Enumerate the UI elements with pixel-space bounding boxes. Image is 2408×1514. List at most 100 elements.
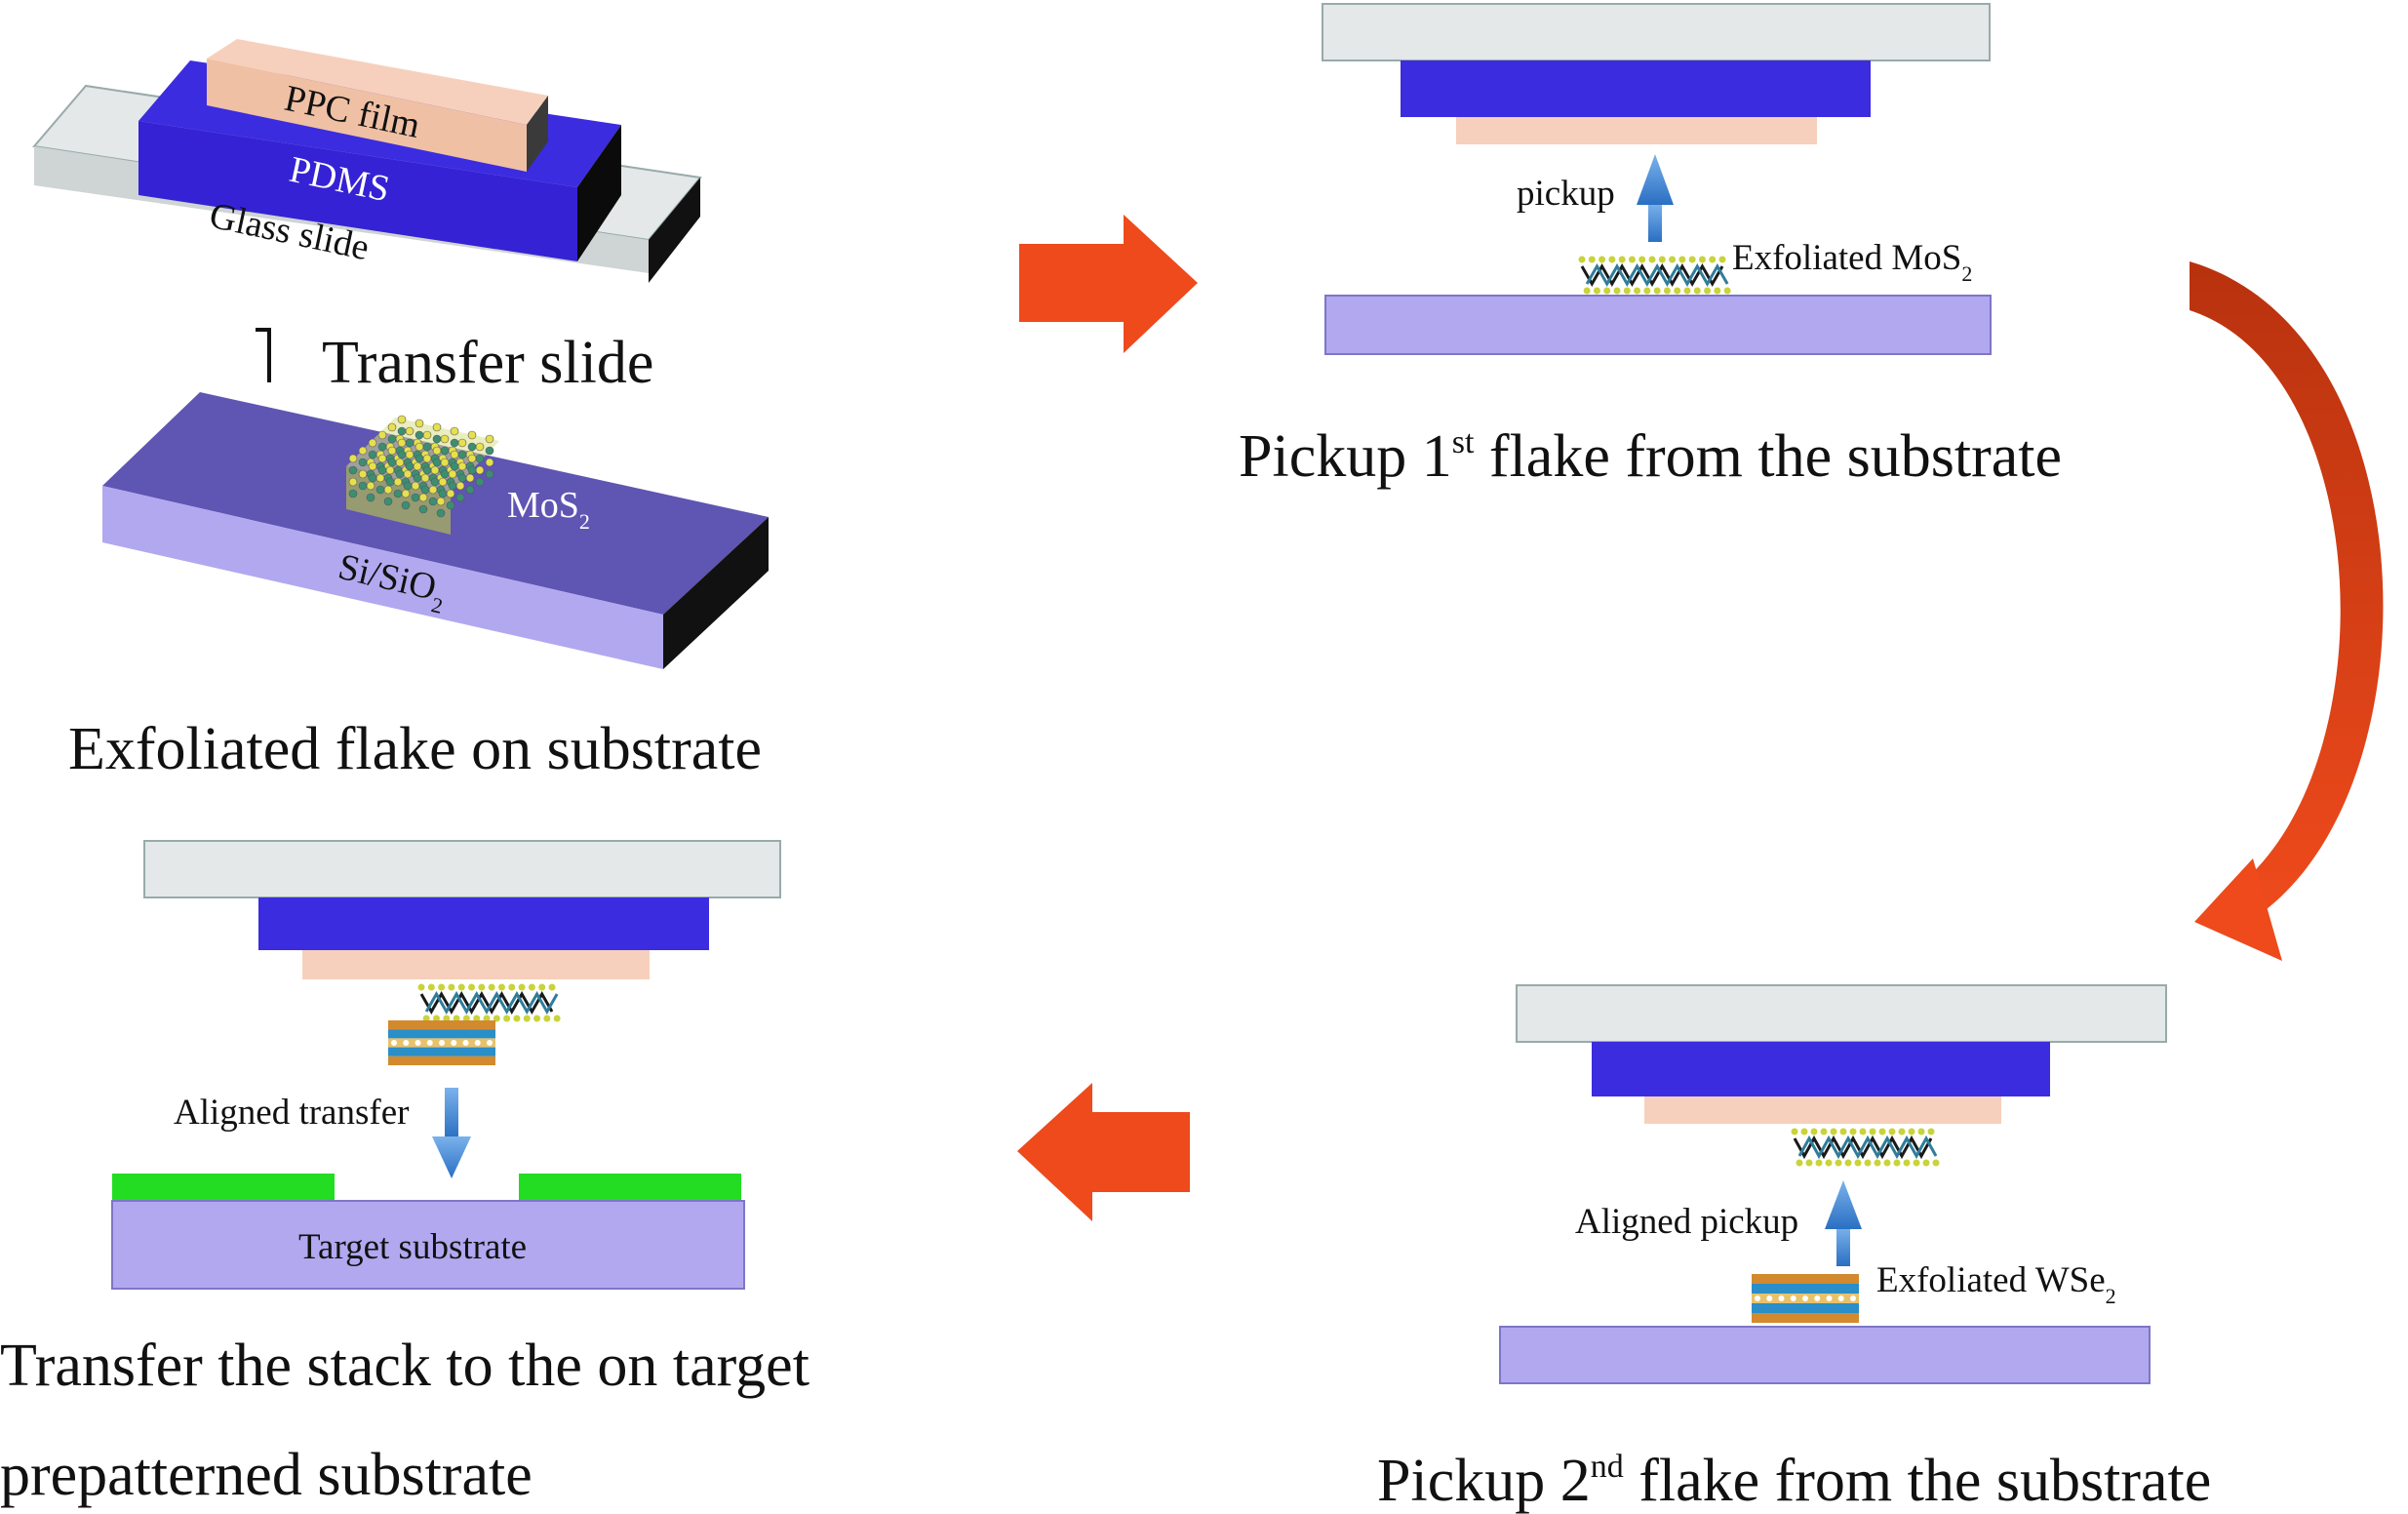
stage2-pickup-first: pickup Exfoliated MoS2 Pickup 1st flake … — [1239, 3, 2062, 490]
atom-dot — [368, 438, 377, 448]
atom-dot — [1688, 256, 1696, 263]
atom-dot — [428, 485, 438, 495]
crystal-atoms — [348, 415, 494, 518]
atom-dot — [1588, 256, 1596, 263]
atom-dot — [1917, 1128, 1925, 1136]
atom-dot — [462, 1015, 470, 1022]
wse2-flake-on-stamp — [388, 1020, 495, 1065]
atom-dot — [438, 477, 448, 487]
atom-dot — [533, 1015, 541, 1022]
atom-dot — [450, 450, 459, 459]
stage1-caption: Exfoliated flake on substrate — [68, 716, 762, 782]
atom-dot — [358, 446, 368, 456]
atom-dot — [383, 497, 393, 506]
atom-dot — [478, 983, 486, 991]
atom-dot — [438, 489, 448, 498]
transfer-arrow-shaft — [445, 1088, 458, 1138]
transfer-slide-label: Transfer slide — [322, 330, 653, 396]
atom-dot — [1835, 1159, 1842, 1167]
glass-slide — [1322, 3, 1991, 61]
atom-dot — [457, 473, 467, 483]
atom-dot — [1837, 1295, 1844, 1301]
atom-dot — [430, 465, 440, 475]
atom-dot — [1599, 256, 1606, 263]
atom-dot — [1623, 287, 1631, 295]
atom-dot — [1859, 1128, 1867, 1136]
atom-dot — [450, 461, 459, 471]
stage3-caption: Pickup 2nd flake from the substrate — [1377, 1448, 2211, 1514]
atom-dot — [1693, 287, 1701, 295]
substrate-front — [102, 486, 663, 669]
atom-dot — [1888, 1128, 1896, 1136]
exfoliated-wse2-label: Exfoliated WSe2 — [1876, 1260, 2116, 1308]
atom-dot — [475, 477, 485, 487]
atom-dot — [1825, 1159, 1833, 1167]
pickup-label: pickup — [1517, 174, 1615, 214]
atom-dot — [1709, 256, 1717, 263]
atom-dot — [1800, 1128, 1808, 1136]
atom-dot — [375, 473, 385, 483]
atom-dot — [1723, 287, 1731, 295]
layer-band — [1752, 1303, 1859, 1313]
atom-dot — [1850, 1295, 1856, 1301]
mos2-crystal — [346, 415, 499, 535]
atom-dot — [1878, 1128, 1886, 1136]
atom-dot — [405, 426, 414, 436]
atom-dot — [1830, 1128, 1837, 1136]
stage2-caption: Pickup 1st flake from the substrate — [1239, 423, 2062, 490]
atom-dot — [488, 983, 495, 991]
atom-dot — [475, 465, 485, 475]
atom-dot — [457, 438, 467, 448]
atom-dot — [377, 465, 387, 475]
atom-dot — [395, 458, 405, 467]
atom-dot — [1922, 1159, 1930, 1167]
stage4-transfer: Aligned transfer Target substrate Transf… — [0, 840, 809, 1508]
atom-dot — [1643, 287, 1651, 295]
atom-chain — [1797, 1135, 1938, 1160]
atom-dot — [422, 1015, 430, 1022]
atom-dot — [418, 504, 428, 514]
atom-dot — [518, 983, 526, 991]
pdms-side — [577, 125, 621, 261]
atom-dot — [375, 485, 385, 495]
atom-dot — [401, 489, 411, 498]
atom-dot — [440, 458, 450, 467]
target-substrate — [111, 1200, 745, 1290]
stage3-pickup-second: Aligned pickup Exfoliated WSe2 Pickup 2n… — [1377, 984, 2211, 1514]
atom-dot — [385, 465, 395, 475]
stage1-substrate: MoS2 Si/SiO2 Exfoliated flake on substra… — [68, 392, 769, 782]
substrate-side — [663, 517, 769, 669]
atom-dot — [450, 426, 459, 436]
source-substrate — [1324, 295, 1992, 355]
atom-dot — [1802, 1295, 1808, 1301]
up-arrow-icon — [1825, 1180, 1862, 1229]
atom-dot — [485, 434, 494, 444]
atom-dot — [465, 473, 475, 483]
ppc-film-front — [207, 59, 527, 172]
atom-dot — [366, 481, 375, 491]
atom-dot — [1608, 256, 1616, 263]
atom-dot — [493, 1015, 500, 1022]
atom-dot — [457, 983, 465, 991]
atom-dot — [1854, 1159, 1862, 1167]
atom-dot — [403, 481, 413, 491]
atom-dot — [485, 469, 494, 479]
atom-chain — [424, 990, 559, 1016]
atom-dot — [475, 442, 485, 452]
atom-dot — [1613, 287, 1621, 295]
atom-dot — [414, 430, 424, 440]
pdms-block — [258, 897, 709, 950]
layer-band — [388, 1056, 495, 1065]
atom-dot — [1658, 256, 1666, 263]
atom-dot — [457, 461, 467, 471]
atom-dot — [1683, 287, 1691, 295]
atom-dot — [1790, 1295, 1796, 1301]
ppc-film — [1456, 117, 1817, 144]
atom-dot — [420, 473, 430, 483]
glass-slide-side — [649, 178, 700, 283]
layer-band — [388, 1020, 495, 1030]
atom-dot — [387, 446, 397, 456]
atom-dot — [1820, 1128, 1828, 1136]
atom-dot — [405, 438, 414, 448]
atom-dot — [1618, 256, 1626, 263]
